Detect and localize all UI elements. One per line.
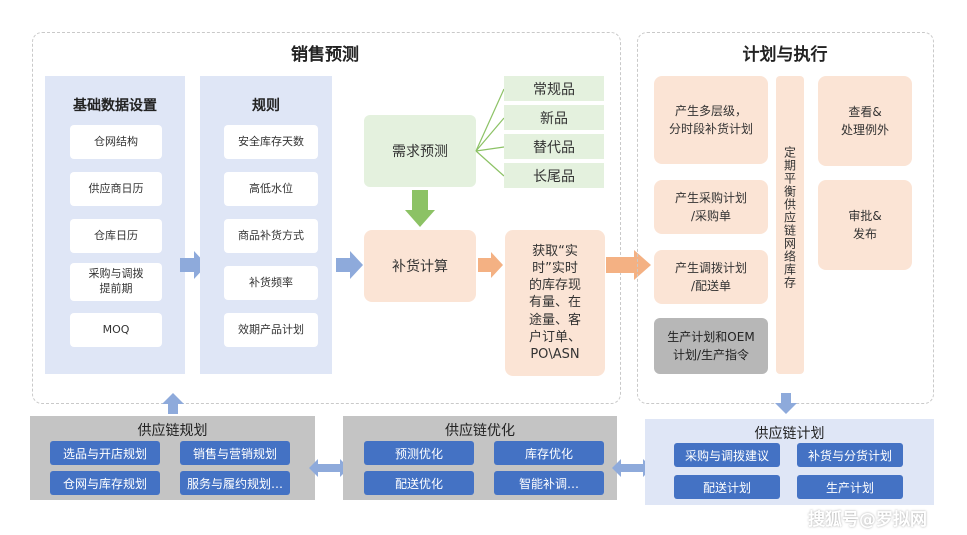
rules-title: 规则	[252, 98, 280, 114]
rules-item: 安全库存天数	[224, 125, 318, 159]
demand-forecast-box: 需求预测	[364, 115, 476, 187]
arrow-up-icon	[162, 393, 184, 414]
plan-item-purchase: 产生采购计划 /采购单	[654, 180, 768, 234]
plan-item-multilevel: 产生多层级， 分时段补货计划	[654, 76, 768, 164]
realtime-inventory-box: 获取“实 时”实时 的库存现 有量、在 途量、客 户订单、 PO\ASN	[505, 230, 605, 376]
supply-plan-button[interactable]: 补货与分货计划	[797, 443, 903, 467]
optimization-button[interactable]: 智能补调…	[494, 471, 604, 495]
base-data-title: 基础数据设置	[73, 98, 157, 114]
supply-plan-button[interactable]: 配送计划	[674, 475, 780, 499]
rules-item: 效期产品计划	[224, 313, 318, 347]
planning-button[interactable]: 服务与履约规划…	[180, 471, 290, 495]
supply-plan-button[interactable]: 生产计划	[797, 475, 903, 499]
base-data-item: 仓网结构	[70, 125, 162, 159]
planning-button[interactable]: 仓网与库存规划	[50, 471, 160, 495]
rules-item: 补货频率	[224, 266, 318, 300]
optimization-button[interactable]: 配送优化	[364, 471, 474, 495]
replenishment-calc-box: 补货计算	[364, 230, 476, 302]
planning-button[interactable]: 选品与开店规划	[50, 441, 160, 465]
plan-item-production: 生产计划和OEM 计划/生产指令	[654, 318, 768, 374]
planning-button[interactable]: 销售与营销规划	[180, 441, 290, 465]
sales-forecast-section	[32, 32, 621, 404]
arrow-right-icon	[336, 251, 363, 279]
periodic-balance-bar: 定期平衡供应链网络库存	[776, 76, 804, 374]
approval-publish-box: 审批& 发布	[818, 180, 912, 270]
plan-execution-title: 计划与执行	[742, 45, 828, 65]
watermark: 搜狐号@罗拟网	[808, 510, 927, 530]
exception-handling-box: 查看& 处理例外	[818, 76, 912, 166]
product-type-substitute: 替代品	[504, 134, 604, 159]
product-type-regular: 常规品	[504, 76, 604, 101]
rules-item: 高低水位	[224, 172, 318, 206]
product-type-connectors	[475, 88, 505, 177]
base-data-item: 仓库日历	[70, 219, 162, 253]
base-data-item: MOQ	[70, 313, 162, 347]
arrow-right-icon	[606, 250, 651, 280]
optimization-button[interactable]: 库存优化	[494, 441, 604, 465]
base-data-item: 供应商日历	[70, 172, 162, 206]
arrow-right-icon	[478, 252, 503, 278]
double-arrow-icon	[612, 459, 652, 477]
product-type-long-tail: 长尾品	[504, 163, 604, 188]
supply-plan-button[interactable]: 采购与调拨建议	[674, 443, 780, 467]
double-arrow-icon	[309, 459, 349, 477]
base-data-item: 采购与调拨 提前期	[70, 263, 162, 301]
arrow-down-icon	[775, 393, 797, 414]
supply-chain-optimization-title: 供应链优化	[445, 423, 515, 439]
supply-chain-planning-title: 供应链规划	[137, 423, 208, 439]
optimization-button[interactable]: 预测优化	[364, 441, 474, 465]
rules-item: 商品补货方式	[224, 219, 318, 253]
periodic-balance-text: 定期平衡供应链网络库存	[782, 146, 797, 289]
supply-chain-plan-title: 供应链计划	[754, 426, 825, 442]
sales-forecast-title: 销售预测	[291, 45, 359, 65]
product-type-new: 新品	[504, 105, 604, 130]
plan-item-transfer: 产生调拨计划 /配送单	[654, 250, 768, 304]
arrow-down-icon	[405, 190, 435, 227]
